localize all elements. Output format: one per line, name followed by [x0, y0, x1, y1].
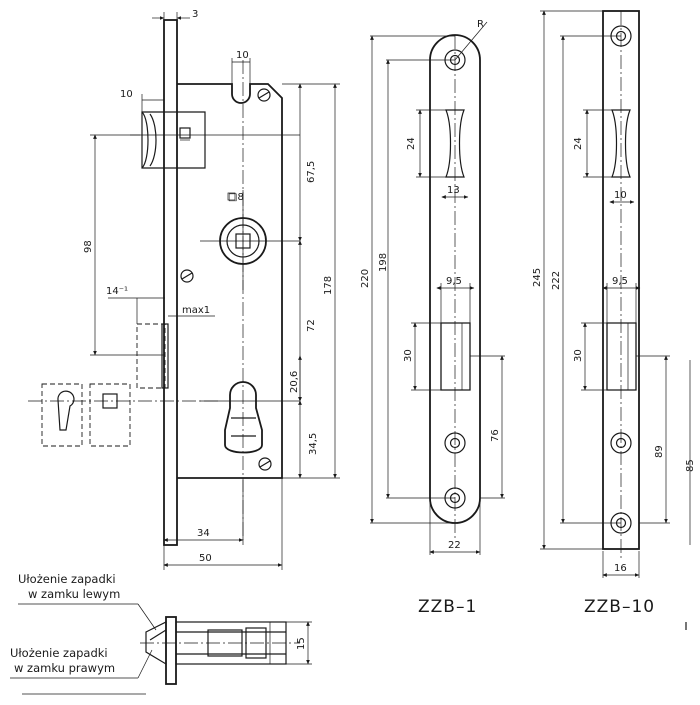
- note-left-line2: w zamku lewym: [28, 587, 120, 601]
- dim-zzb10-roller-width: 10: [614, 190, 627, 201]
- dim-backset: 34: [197, 528, 210, 539]
- strike-plate-zzb1: [370, 21, 488, 540]
- deadbolt-outline: [136, 323, 166, 389]
- dim-max-note: max1: [182, 305, 210, 316]
- latch-orientation-view: Ułożenie zapadki w zamku lewym Ułożenie …: [10, 572, 312, 695]
- dim-zzb10-overall-length: 245: [532, 268, 543, 287]
- dim-faceplate-thickness: 3: [192, 9, 198, 20]
- dim-zzb1-roller-height: 24: [406, 137, 417, 150]
- dim-zzb1-bolt-slot-width: 9,5: [446, 276, 462, 287]
- dim-top-slot: 10: [236, 50, 249, 61]
- latch-bolt: [141, 111, 206, 169]
- dim-handle-to-cylinder: 98: [83, 240, 94, 253]
- keyhole-symbol-frame: [41, 383, 83, 447]
- screw-bottom: [258, 457, 272, 471]
- dim-handle-to-top: 67,5: [306, 161, 317, 183]
- cylinder-cutout: [224, 381, 263, 454]
- dim-zzb1-bolt-slot-height: 30: [403, 349, 414, 362]
- dim-zzb10-lower-spacing: 89: [654, 445, 665, 458]
- dim-zzb1-hole-spacing: 198: [378, 253, 389, 272]
- latch-faceplate-side: [165, 616, 177, 685]
- faceplate: [163, 19, 178, 546]
- zzb1-roller: [445, 109, 465, 178]
- square-symbol-frame: [89, 383, 131, 447]
- dim-bolt-throw: 14⁻¹: [106, 286, 128, 297]
- mortise-lock-front-view: [28, 12, 340, 570]
- screw-top: [257, 88, 271, 102]
- dim-zzb10-roller-height: 24: [573, 137, 584, 150]
- dim-total-height: 178: [323, 276, 334, 295]
- note-right-line1: Ułożenie zapadki: [10, 646, 108, 660]
- dim-spindle-to-cylinder: 72: [306, 319, 317, 332]
- latch-bevel: [145, 621, 167, 666]
- dim-latch-projection: 10: [120, 89, 133, 100]
- dim-cylinder-lower: 34,5: [308, 433, 319, 455]
- strike-plate-zzb10: [540, 10, 640, 560]
- zzb10-dimensions: 24 10 245 222 9,5 30 89 16 85 ZZB–10: [532, 10, 696, 630]
- dim-zzb1-overall-length: 220: [360, 269, 371, 288]
- lock-case: [177, 83, 283, 479]
- dim-zzb1-lower-spacing: 76: [490, 429, 501, 442]
- dim-zzb10-plate-width: 16: [614, 563, 627, 574]
- keyhole-symbol: [57, 390, 75, 431]
- dim-zzb10-hole-spacing: 222: [551, 271, 562, 290]
- dim-zzb10-bolt-slot-width: 9,5: [612, 276, 628, 287]
- dim-zzb10-edge-partial: 85: [685, 459, 696, 472]
- zzb10-model-label: ZZB–10: [584, 597, 655, 617]
- screw-middle: [180, 269, 194, 283]
- note-left-line1: Ułożenie zapadki: [18, 572, 116, 586]
- dim-zzb10-bolt-slot-height: 30: [573, 349, 584, 362]
- zzb1-model-label: ZZB–1: [418, 597, 477, 617]
- note-right-line2: w zamku prawym: [14, 661, 115, 675]
- zzb10-bolt-slot: [606, 322, 637, 391]
- dim-cylinder-upper: 20,6: [289, 371, 300, 393]
- zzb1-bolt-slot: [440, 322, 471, 391]
- dim-zzb1-radius: R: [477, 19, 484, 30]
- dim-case-depth: 50: [199, 553, 212, 564]
- dim-latch-height: 15: [296, 637, 307, 650]
- dim-zzb1-roller-width: 13: [447, 185, 460, 196]
- zzb10-roller: [611, 109, 631, 178]
- zzb1-dimensions: R 24 13 220 198 9,5 30 76 22 ZZB–1: [360, 19, 505, 617]
- lock-dimensions: 3 10 10 98 67,5 □8 178 72 14⁻¹ max1 20,6…: [83, 9, 337, 567]
- dim-spindle-square: □8: [228, 192, 244, 203]
- dim-zzb1-plate-width: 22: [448, 540, 461, 551]
